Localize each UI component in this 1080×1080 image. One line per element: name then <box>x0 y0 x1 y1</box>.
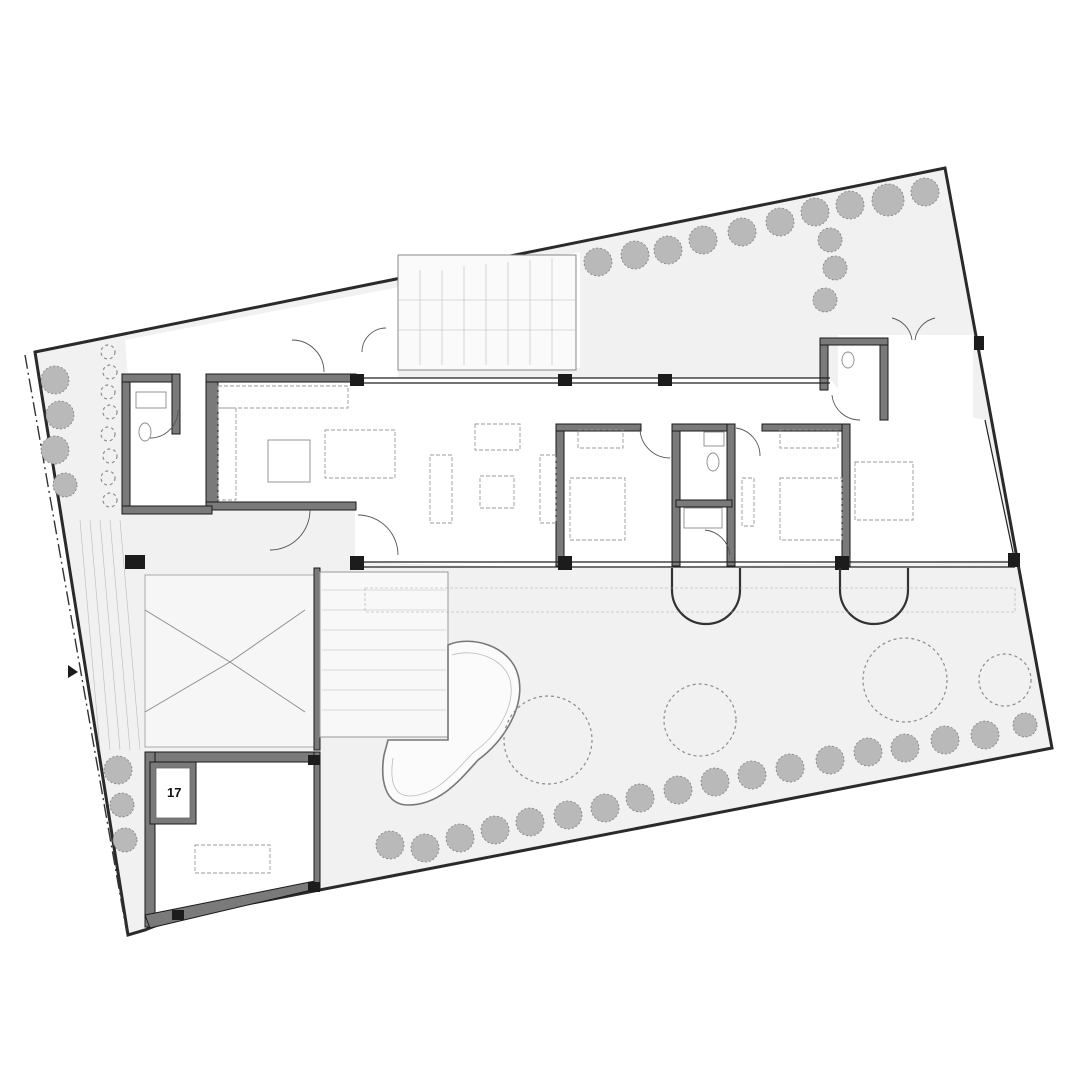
carport-wall <box>313 567 321 751</box>
guest-wall-east <box>313 751 321 889</box>
guest-wall-north <box>144 751 321 763</box>
columns <box>125 336 1020 570</box>
bay-window-1 <box>670 568 742 626</box>
east-facade <box>984 419 1016 563</box>
wall-bedroom2-east <box>841 423 851 567</box>
wall-bath-mid-split <box>675 499 733 508</box>
tree-canopy-icon <box>978 653 1032 707</box>
door-arc-icon <box>914 317 936 341</box>
pool <box>381 640 521 806</box>
wall-bath-mid-east <box>726 423 736 567</box>
bath-wing-floor <box>128 378 208 508</box>
door-arc-icon <box>149 409 179 439</box>
wall-entry-west <box>819 337 829 391</box>
door-arcs <box>149 317 936 556</box>
north-deck <box>397 254 577 371</box>
wall-bath-west <box>121 373 131 515</box>
wall-bedroom1-north <box>555 423 642 432</box>
door-arc-icon <box>269 509 311 551</box>
driveway-stripes <box>79 519 141 751</box>
wall-entry-partition <box>879 344 889 421</box>
shrub-row-west <box>40 344 138 853</box>
tree-canopy-icon <box>503 695 593 785</box>
guest-table <box>194 844 271 874</box>
main-house <box>121 317 1020 626</box>
guest-house: 17 <box>144 751 321 929</box>
tree-canopy-icon <box>862 637 948 723</box>
wall-entry-north <box>819 337 889 346</box>
shrub-row-south <box>375 712 1038 863</box>
carport <box>79 519 321 751</box>
tree-canopy-icon <box>663 683 737 757</box>
wall-bath-mid-west <box>671 423 681 567</box>
door-arc-icon <box>704 529 731 556</box>
landscape <box>40 177 1038 863</box>
bath-fixtures <box>135 351 855 529</box>
door-arc-icon <box>891 317 913 341</box>
wall-kitchen-west <box>205 373 219 509</box>
wall-kitchen-north <box>205 373 357 383</box>
south-facade <box>355 561 1015 568</box>
door-arc-icon <box>831 394 861 421</box>
shrub-row-north <box>583 177 940 313</box>
door-arc-icon <box>361 327 387 353</box>
wall-bath-north <box>121 373 175 383</box>
wall-kitchen-south <box>205 501 357 511</box>
wall-bath-partition <box>171 373 181 435</box>
north-yard <box>125 252 580 378</box>
door-arc-icon <box>357 514 399 556</box>
door-arc-icon <box>639 427 671 459</box>
pergola-strip <box>364 587 1016 613</box>
kitchen-furniture <box>217 385 557 524</box>
pool-basin <box>381 640 521 806</box>
bedroom-furniture <box>569 429 914 541</box>
door-arc-icon <box>291 339 325 373</box>
wall-bedroom1-west <box>555 423 565 567</box>
wall-bath-south <box>121 505 213 515</box>
room-number: 17 <box>167 785 181 800</box>
door-arc-icon <box>735 427 761 457</box>
bay-window-2 <box>838 568 910 626</box>
terrace-deck <box>319 571 449 738</box>
entry-marker-icon <box>68 665 78 678</box>
entry-floor <box>838 335 973 420</box>
north-facade <box>356 377 830 384</box>
wall-bath-mid-north <box>671 423 735 432</box>
